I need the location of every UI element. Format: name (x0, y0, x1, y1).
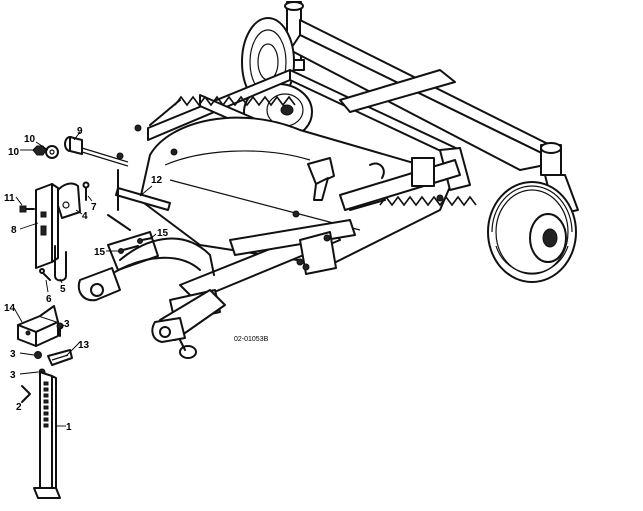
pivot-bracket (77, 231, 215, 302)
stand-leg-holes (43, 381, 49, 428)
drawing-number: 02-01053B (234, 336, 269, 343)
callout-3-lower: 3 (10, 370, 16, 381)
washer (45, 145, 59, 159)
rear-beam (289, 19, 561, 171)
callout-3-upper: 3 (64, 319, 70, 330)
right-wheel (487, 142, 579, 283)
callout-10-left: 10 (8, 147, 20, 158)
handle-lever (307, 157, 385, 201)
exploded-parts (17, 136, 171, 499)
pin (82, 181, 90, 201)
frame-assembly (77, 1, 579, 359)
left-spring (149, 95, 296, 126)
callout-4: 4 (82, 211, 88, 222)
deck-plate (139, 116, 456, 266)
mount-bracket (17, 305, 59, 347)
callout-11: 11 (4, 193, 15, 204)
callout-2: 2 (16, 402, 22, 413)
spacer-sleeve (64, 136, 129, 167)
right-arm (339, 147, 471, 211)
leader-lines (13, 131, 157, 427)
callout-labels: 1 2 3 3 3 4 5 6 7 8 9 10 10 11 12 13 14 … (4, 126, 169, 433)
callout-12: 12 (151, 175, 163, 186)
callout-6: 6 (46, 294, 52, 305)
callout-10-upper: 10 (24, 134, 36, 145)
callout-13: 13 (78, 340, 90, 351)
right-spring (349, 195, 477, 211)
bolt (19, 205, 35, 213)
stand-leg (33, 371, 61, 499)
channel-bracket (35, 183, 59, 269)
lock-pin (39, 268, 51, 281)
latch-plate (47, 349, 73, 366)
clevis-pin-left (118, 245, 139, 254)
callout-1: 1 (66, 422, 72, 433)
callout-5: 5 (60, 284, 66, 295)
latch-rod (107, 169, 171, 231)
frame-bolts (116, 124, 444, 271)
callout-14: 14 (4, 303, 16, 314)
callout-15-left: 15 (94, 247, 106, 258)
bolt-middle (34, 351, 42, 359)
hex-nut (32, 145, 47, 156)
hair-pin (21, 385, 31, 403)
callout-9: 9 (77, 126, 83, 137)
hitch-arm (151, 289, 226, 359)
callout-15-right: 15 (157, 228, 169, 239)
callout-3-middle: 3 (10, 349, 16, 360)
callout-7: 7 (91, 202, 97, 213)
callout-8: 8 (11, 225, 17, 236)
